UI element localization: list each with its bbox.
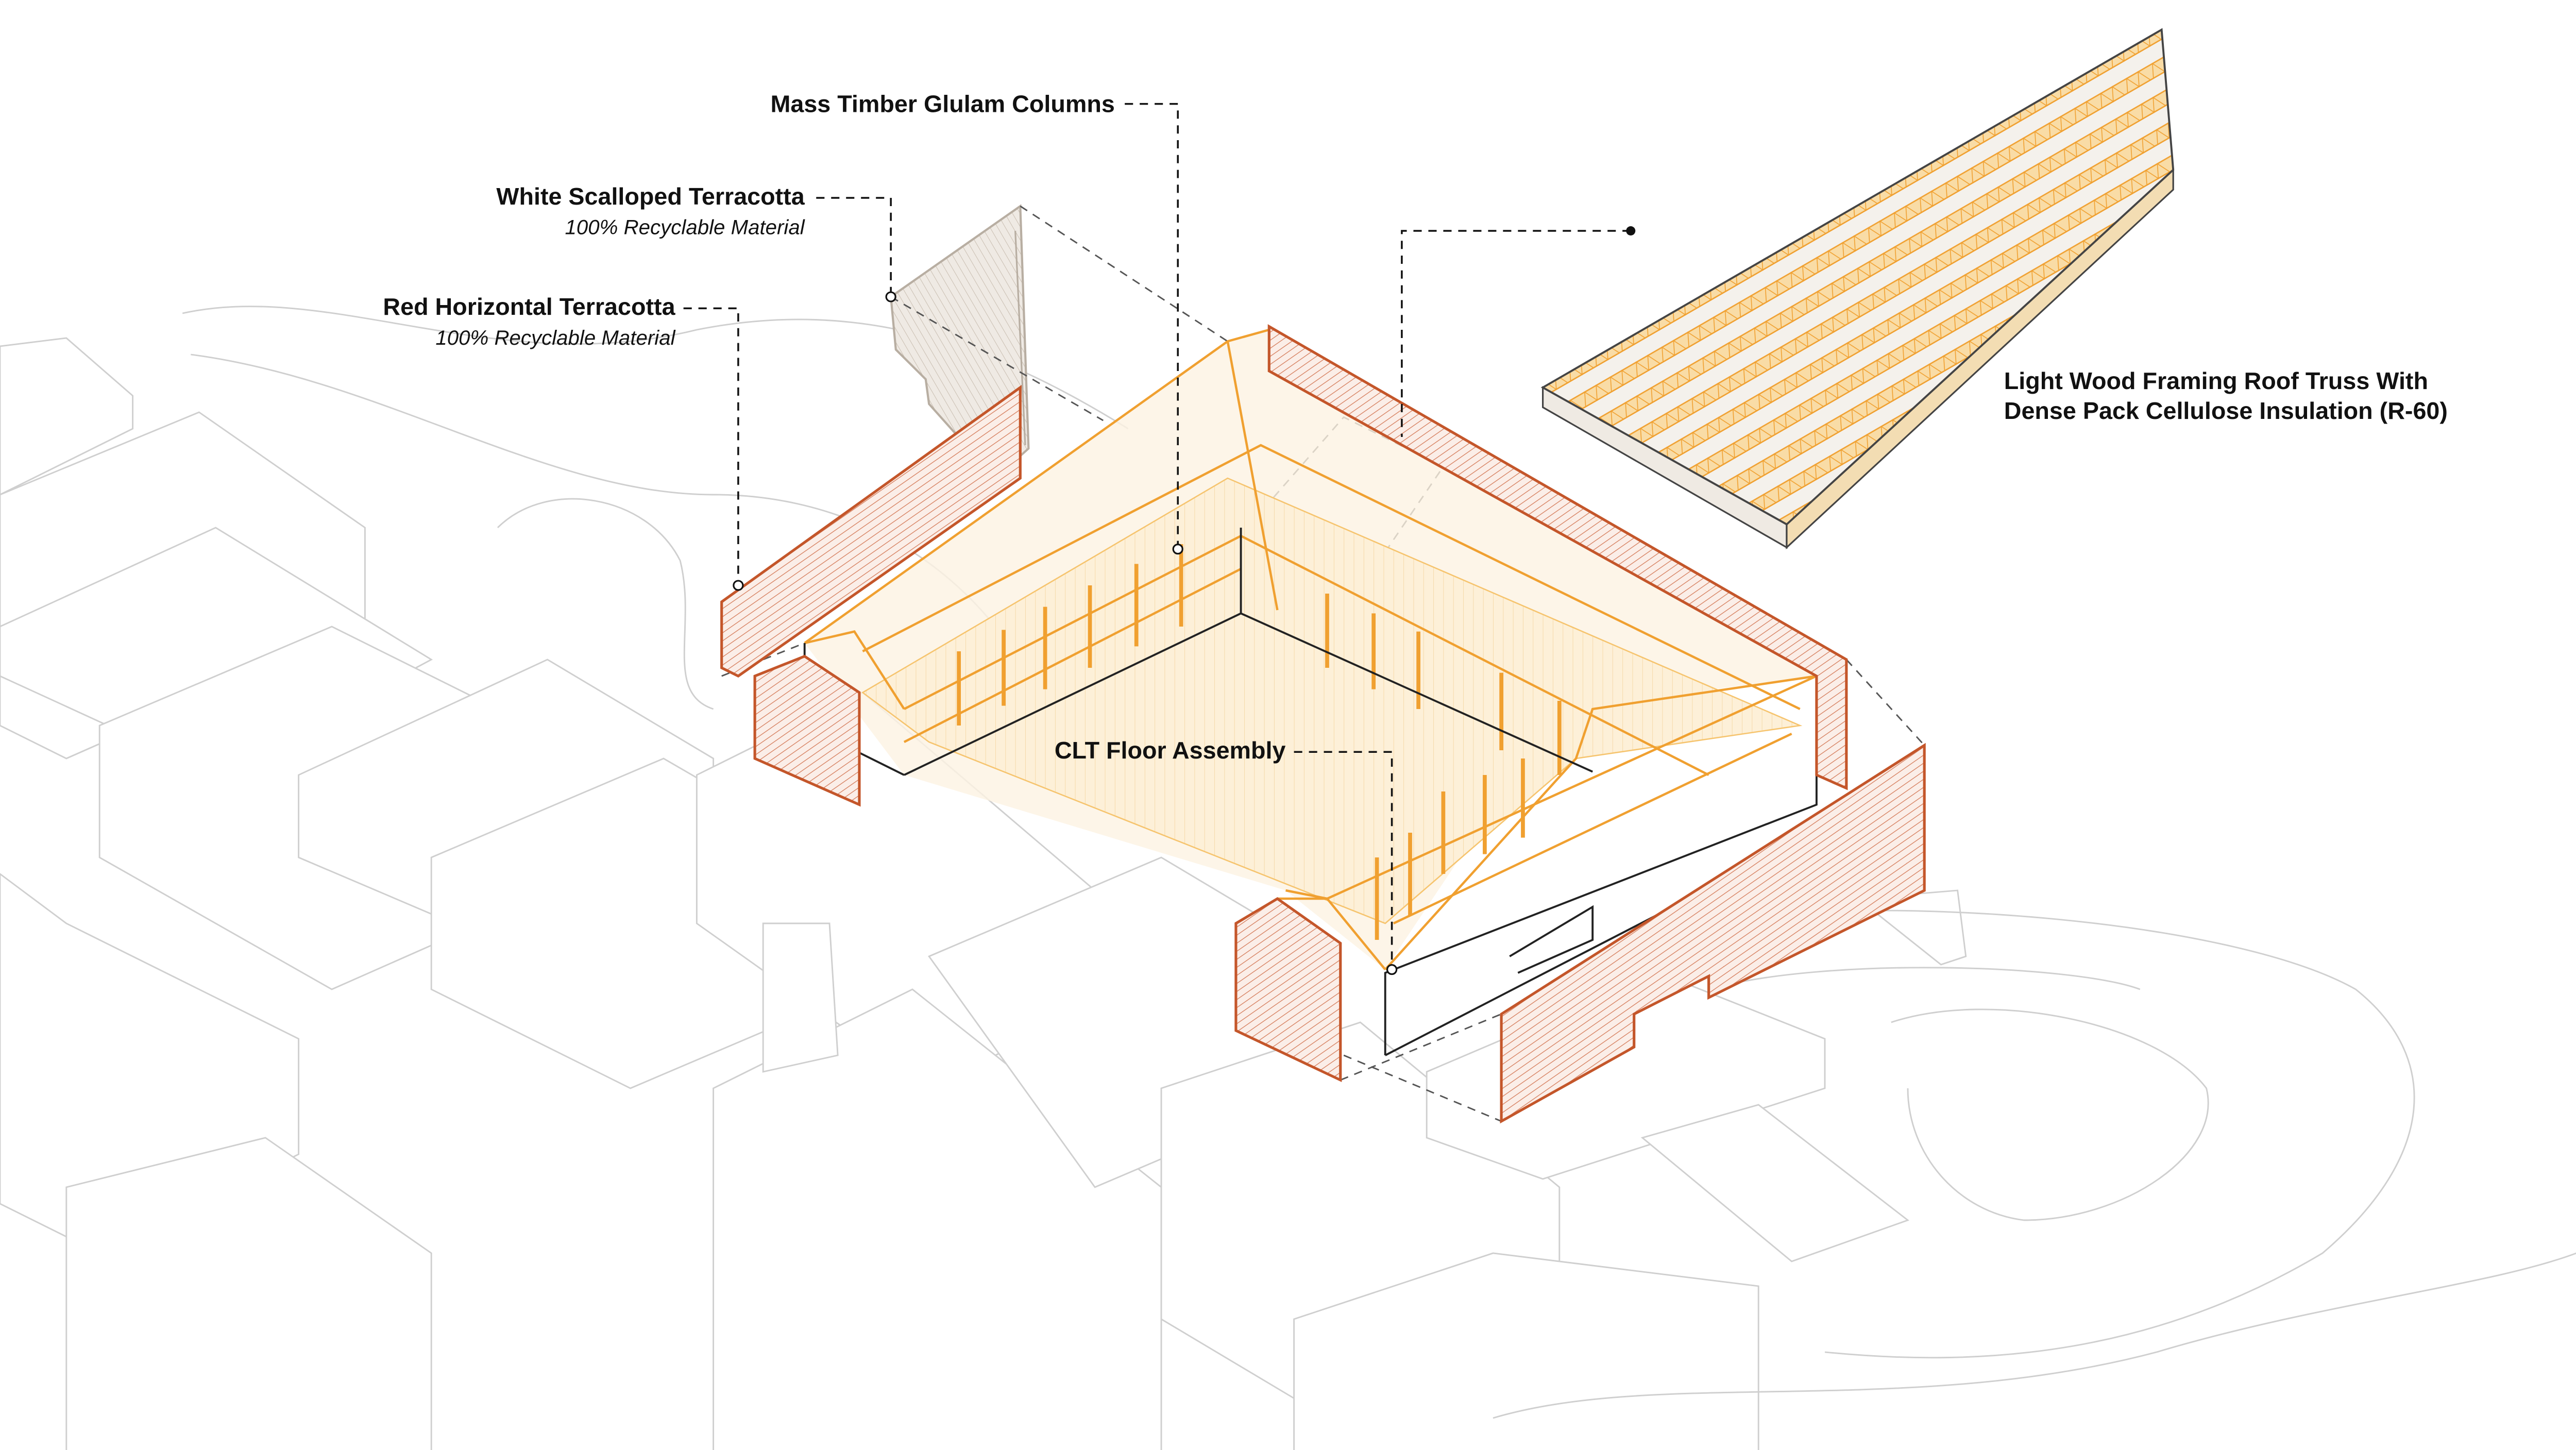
label-red-terracotta-sub: 100% Recyclable Material <box>435 326 675 349</box>
roof-truss-panel <box>1540 28 2175 550</box>
leader-lines <box>683 103 1636 975</box>
red-terracotta-panels <box>720 324 1926 1124</box>
glulam-columns <box>957 544 1562 940</box>
context-campus <box>0 306 2576 1450</box>
label-red-terracotta: Red Horizontal Terracotta <box>383 293 675 320</box>
label-white-terracotta-sub: 100% Recyclable Material <box>565 216 805 239</box>
label-roof-truss-line2: Dense Pack Cellulose Insulation (R-60) <box>2004 397 2448 424</box>
label-clt-floor: CLT Floor Assembly <box>1055 737 1286 764</box>
label-white-terracotta: White Scalloped Terracotta <box>496 183 805 210</box>
timber-structure <box>804 328 1817 971</box>
label-roof-truss-line1: Light Wood Framing Roof Truss With <box>2004 367 2428 394</box>
label-glulam-columns: Mass Timber Glulam Columns <box>771 91 1115 117</box>
